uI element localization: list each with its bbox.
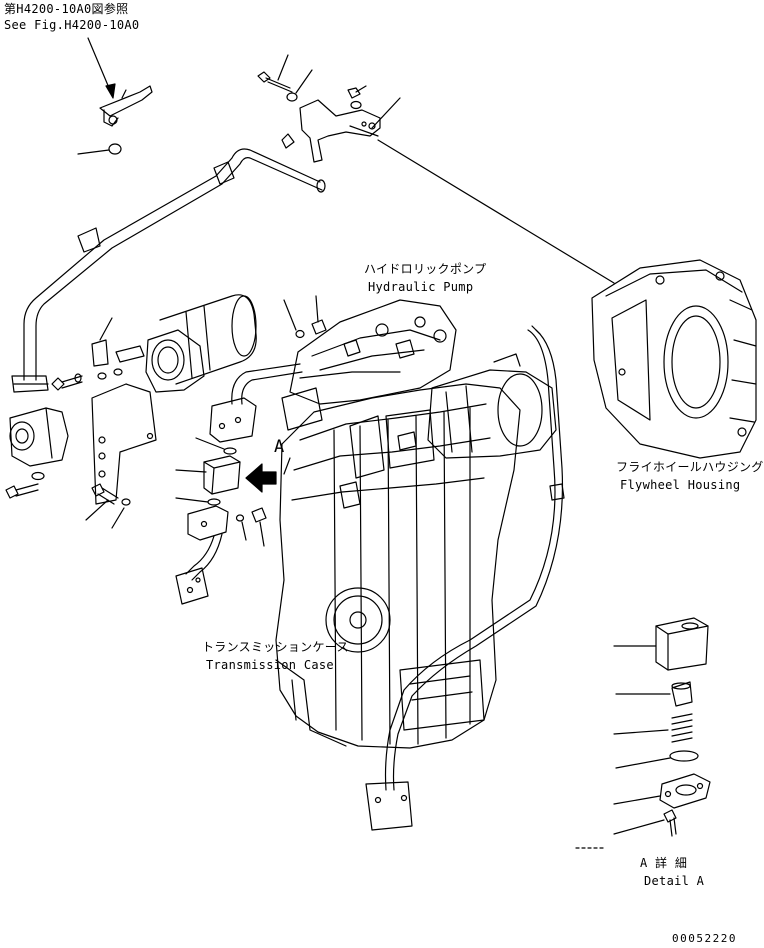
o-ring-mid <box>175 497 221 506</box>
mounting-bracket <box>299 97 401 163</box>
hydraulic-pump-en-label: Hydraulic Pump <box>368 280 474 294</box>
lever-bracket <box>99 85 153 127</box>
flywheel-housing-jp-label: フライホイールハウジング <box>616 460 764 474</box>
bolt-top <box>257 54 293 93</box>
bolt-bottom-left <box>5 483 39 499</box>
detail-a-plug <box>615 681 693 707</box>
hydraulic-pump-jp-label: ハイドロリックポンプ <box>364 262 487 276</box>
detail-a-bolt <box>613 809 677 837</box>
detail-a-o-ring <box>615 750 699 769</box>
pump-tube <box>231 363 303 405</box>
clamp-small <box>91 317 145 380</box>
reference-arrow <box>87 37 116 99</box>
view-marker-a: A <box>274 437 285 457</box>
view-arrow-a <box>245 457 291 493</box>
detail-a-flange <box>613 773 711 809</box>
detail-a-block <box>613 617 709 671</box>
o-ring-left <box>31 471 45 481</box>
bolt-left <box>51 373 83 391</box>
flange-block <box>209 397 257 443</box>
see-fig-jp-label: 第H4200-10A0図参照 <box>4 2 129 16</box>
washer-top-right <box>350 100 362 110</box>
mounting-plate <box>91 383 157 505</box>
flywheel-housing-en-label: Flywheel Housing <box>620 478 741 492</box>
detail-a-jp-label: A 詳 細 <box>640 856 688 870</box>
washer-top <box>286 69 313 102</box>
hydraulic-motor <box>427 353 557 459</box>
leader-flywheel <box>377 139 615 284</box>
hose <box>365 325 565 831</box>
drawing-number: 00052220 <box>672 932 737 945</box>
hydraulic-tube <box>11 148 326 393</box>
transmission-case <box>275 383 521 749</box>
hydraulic-pump <box>281 299 457 431</box>
o-ring-small <box>195 437 237 455</box>
valve-block <box>175 455 241 495</box>
electric-motor <box>145 294 257 393</box>
gear-pump <box>9 407 69 467</box>
see-fig-en-label: See Fig.H4200-10A0 <box>4 18 140 32</box>
transmission-case-jp-label: トランスミッションケース <box>202 640 349 654</box>
lower-tube <box>175 505 229 605</box>
plug-fitting <box>283 295 327 339</box>
fittings-lower <box>235 507 267 547</box>
transmission-case-en-label: Transmission Case <box>206 658 334 672</box>
clip <box>281 133 295 149</box>
nut <box>77 143 122 155</box>
bolt-plate <box>85 483 131 529</box>
detail-a-en-label: Detail A <box>644 874 705 888</box>
flywheel-housing <box>591 259 757 459</box>
detail-a-spring <box>613 713 693 743</box>
nut-top <box>347 85 367 99</box>
